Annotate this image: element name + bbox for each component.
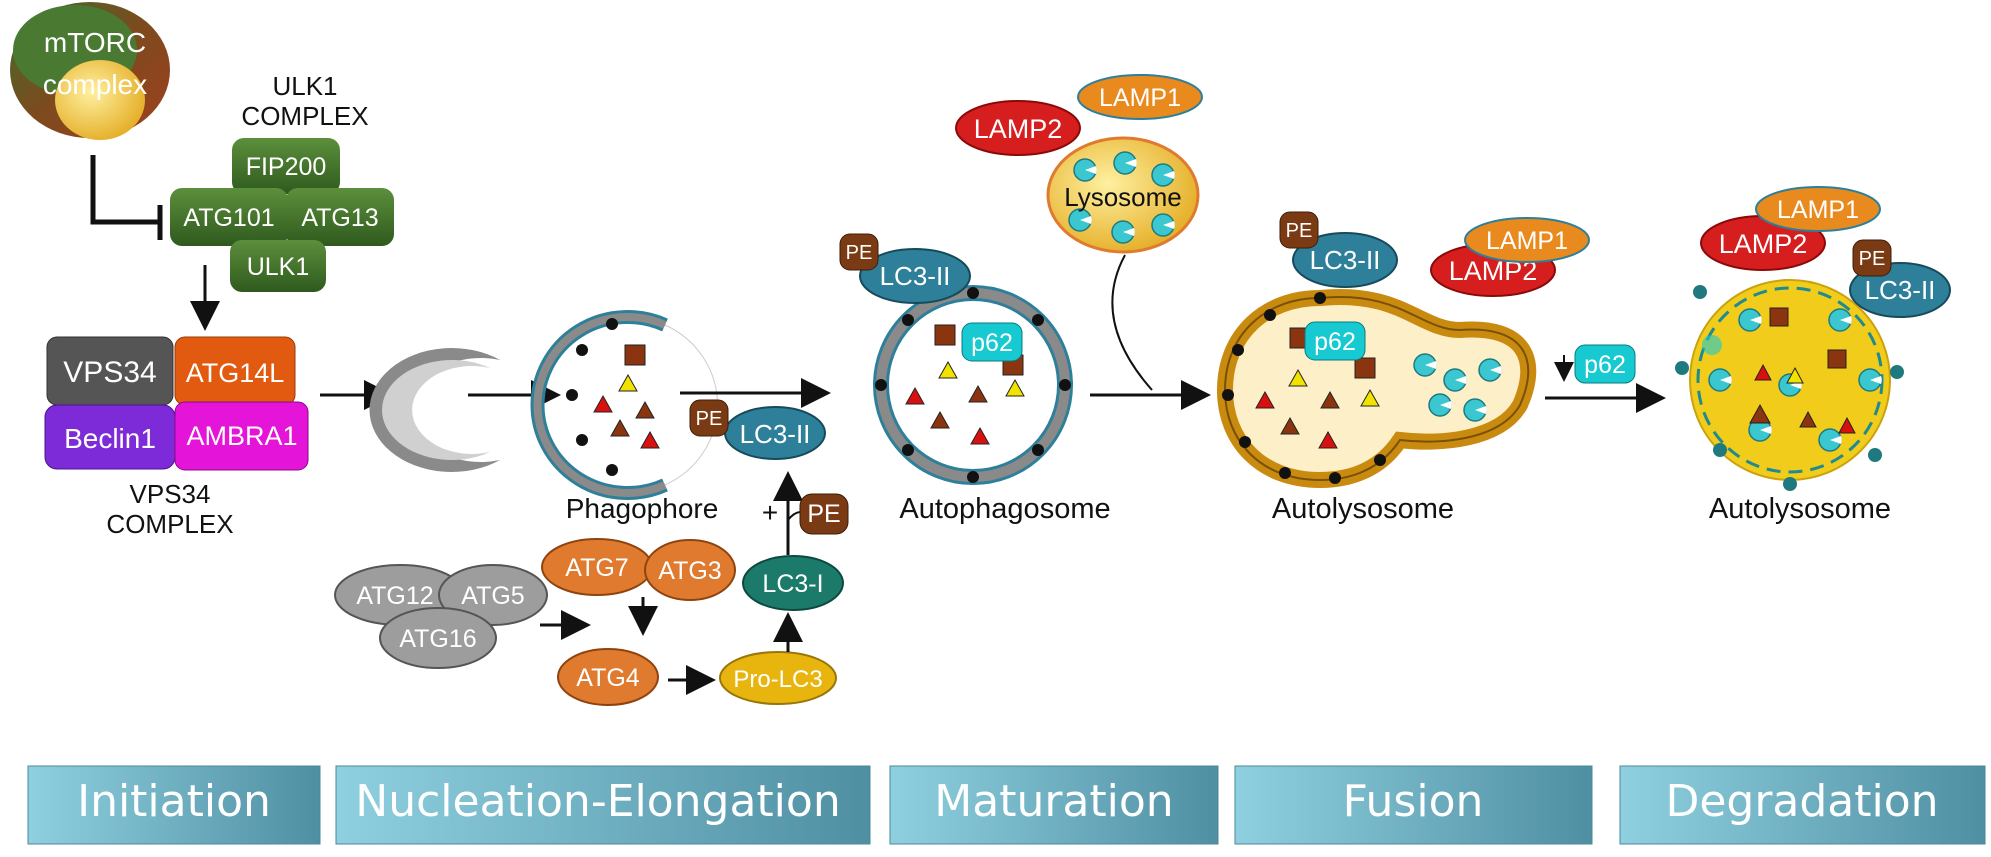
phagophore-lc3ii-label: LC3-II	[740, 419, 811, 449]
lysosome-lamp2-label: LAMP2	[974, 114, 1063, 144]
stage-fusion	[1234, 765, 1593, 845]
pe-box	[799, 493, 849, 535]
lc3-i-node	[742, 555, 844, 611]
pro-lc3-label: Pro-LC3	[733, 666, 822, 693]
ambra1-label: AMBRA1	[186, 421, 297, 451]
ulk1-complex: ULK1 COMPLEX FIP200 ATG101 ATG13 ULK1	[170, 71, 394, 292]
inhibition-connector	[90, 155, 158, 225]
early-membrane	[369, 347, 500, 472]
vps34-complex: VPS34 ATG14L Beclin1 AMBRA1 VPS34 COMPLE…	[44, 336, 309, 539]
autolysosome2-lamp2-label: LAMP2	[1719, 229, 1808, 259]
stage-initiation	[27, 765, 321, 845]
atg12-label: ATG12	[356, 582, 433, 610]
atg16-node	[379, 607, 497, 669]
degradation-p62-label: p62	[1584, 351, 1626, 379]
atg13-label: ATG13	[301, 204, 378, 232]
atg3-label: ATG3	[658, 557, 721, 585]
stage-nucleation-label: Nucleation-Elongation	[355, 776, 840, 827]
autolysosome2-lc3ii-label: LC3-II	[1865, 275, 1936, 305]
autolysosome2-pe-label: PE	[1859, 248, 1886, 270]
stage-nucleation	[335, 765, 871, 845]
lysosome-fusion-line	[1111, 254, 1153, 391]
atg16-label: ATG16	[399, 625, 476, 653]
phagophore-label: Phagophore	[566, 493, 719, 524]
autolysosome2-label: Autolysosome	[1709, 493, 1891, 525]
atg4-node	[557, 648, 659, 706]
vps34-complex-title-2: COMPLEX	[106, 509, 233, 539]
ulk1-box	[230, 240, 326, 292]
autolysosome1-label: Autolysosome	[1272, 493, 1454, 525]
pro-lc3-node	[719, 651, 837, 705]
autophagosome-pe-label: PE	[846, 242, 873, 264]
stage-degradation-label: Degradation	[1665, 776, 1938, 827]
atg13-box	[286, 188, 394, 246]
atg7-label: ATG7	[565, 554, 628, 582]
autolysosome1-pe-label: PE	[1286, 220, 1313, 242]
lysosome-lamp1-label: LAMP1	[1099, 84, 1181, 112]
autolysosome1-lamp1-label: LAMP1	[1486, 227, 1568, 255]
autolysosome-fusion: p62 LC3-II PE LAMP2 LAMP1 Autolysosome	[1216, 211, 1590, 525]
stage-degradation	[1619, 765, 1986, 845]
p62-decrease-badge: p62	[1574, 344, 1636, 384]
lysosome: Lysosome LAMP2 LAMP1	[955, 74, 1203, 254]
atg3-node	[644, 539, 736, 601]
vps34-label: VPS34	[63, 356, 156, 389]
beclin1-label: Beclin1	[64, 423, 156, 454]
autolysosome2-lamp1-label: LAMP1	[1777, 196, 1859, 224]
phagophore: Phagophore	[530, 310, 719, 524]
ambra1-box	[174, 401, 309, 471]
conjugation-system: ATG12 ATG5 ATG16 ATG7 ATG3 ATG4 Pro-LC3 …	[334, 471, 849, 706]
stage-fusion-label: Fusion	[1343, 776, 1484, 827]
mtorc-complex: mTORC complex	[10, 2, 170, 140]
autophagosome-p62-label: p62	[971, 329, 1013, 357]
stage-bar: Initiation Nucleation-Elongation Maturat…	[27, 765, 1986, 845]
plus-sign: +	[762, 497, 778, 528]
atg101-label: ATG101	[183, 204, 274, 232]
pe-label: PE	[807, 500, 840, 528]
ulk1-label: ULK1	[247, 253, 310, 281]
stage-initiation-label: Initiation	[77, 776, 271, 827]
atg101-box	[170, 188, 288, 246]
phagophore-lc3ii: LC3-II PE	[689, 399, 826, 460]
autolysosome1-p62-label: p62	[1314, 328, 1356, 356]
stage-maturation	[889, 765, 1219, 845]
lc3-i-label: LC3-I	[762, 570, 823, 598]
atg5-label: ATG5	[461, 582, 524, 610]
autophagosome-lc3ii-label: LC3-II	[880, 261, 951, 291]
vps34-complex-title-1: VPS34	[130, 479, 211, 509]
autophagosome-label: Autophagosome	[899, 493, 1110, 525]
autolysosome-degradation: LAMP2 LAMP1 LC3-II PE Autolysosome	[1675, 186, 1951, 525]
autolysosome1-lc3ii-label: LC3-II	[1310, 245, 1381, 275]
lysosome-label: Lysosome	[1064, 182, 1182, 212]
mtorc-label-1: mTORC	[44, 27, 146, 58]
phagophore-pe-label: PE	[696, 408, 723, 430]
fip200-label: FIP200	[246, 153, 327, 181]
atg4-label: ATG4	[576, 664, 640, 692]
fip200-box	[232, 138, 340, 194]
mtorc-label-2: complex	[43, 69, 147, 100]
ulk1-complex-title-2: COMPLEX	[241, 101, 368, 131]
stage-maturation-label: Maturation	[934, 776, 1173, 827]
ulk1-complex-title-1: ULK1	[272, 71, 337, 101]
atg14l-label: ATG14L	[186, 358, 285, 388]
autophagosome: p62 LC3-II PE Autophagosome	[839, 233, 1111, 525]
atg5-node	[438, 564, 548, 626]
